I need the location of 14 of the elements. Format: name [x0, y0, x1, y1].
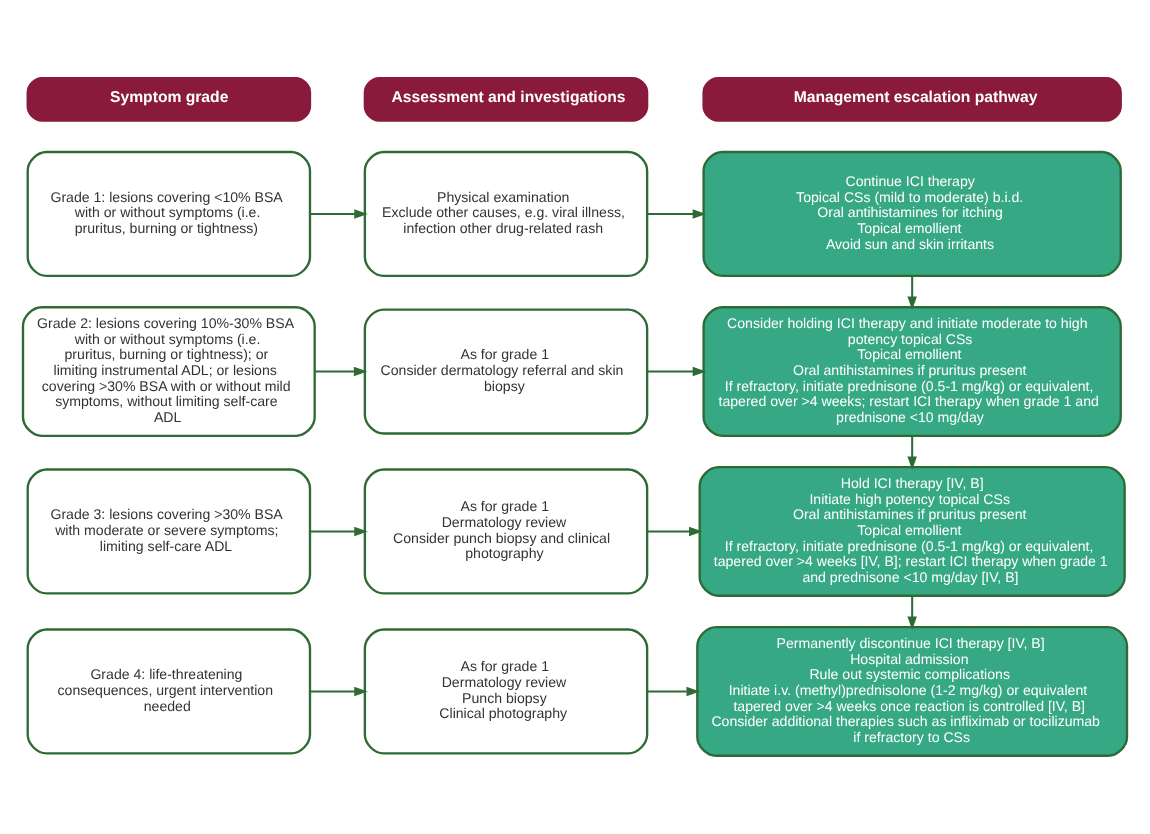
arrow: [310, 686, 368, 697]
arrow: [647, 209, 707, 219]
arrow: [647, 366, 707, 377]
arrow: [647, 526, 703, 537]
arrow: [315, 366, 368, 377]
arrow: [907, 595, 917, 631]
node-box: Symptom grade: [26, 77, 312, 122]
node-box: Management escalation pathway: [702, 77, 1122, 122]
arrow: [647, 686, 700, 697]
arrow: [310, 526, 368, 537]
node-box: Assessment and investigations: [363, 77, 649, 122]
arrow: [310, 209, 368, 219]
arrow: [907, 276, 917, 311]
arrow: [907, 436, 917, 471]
